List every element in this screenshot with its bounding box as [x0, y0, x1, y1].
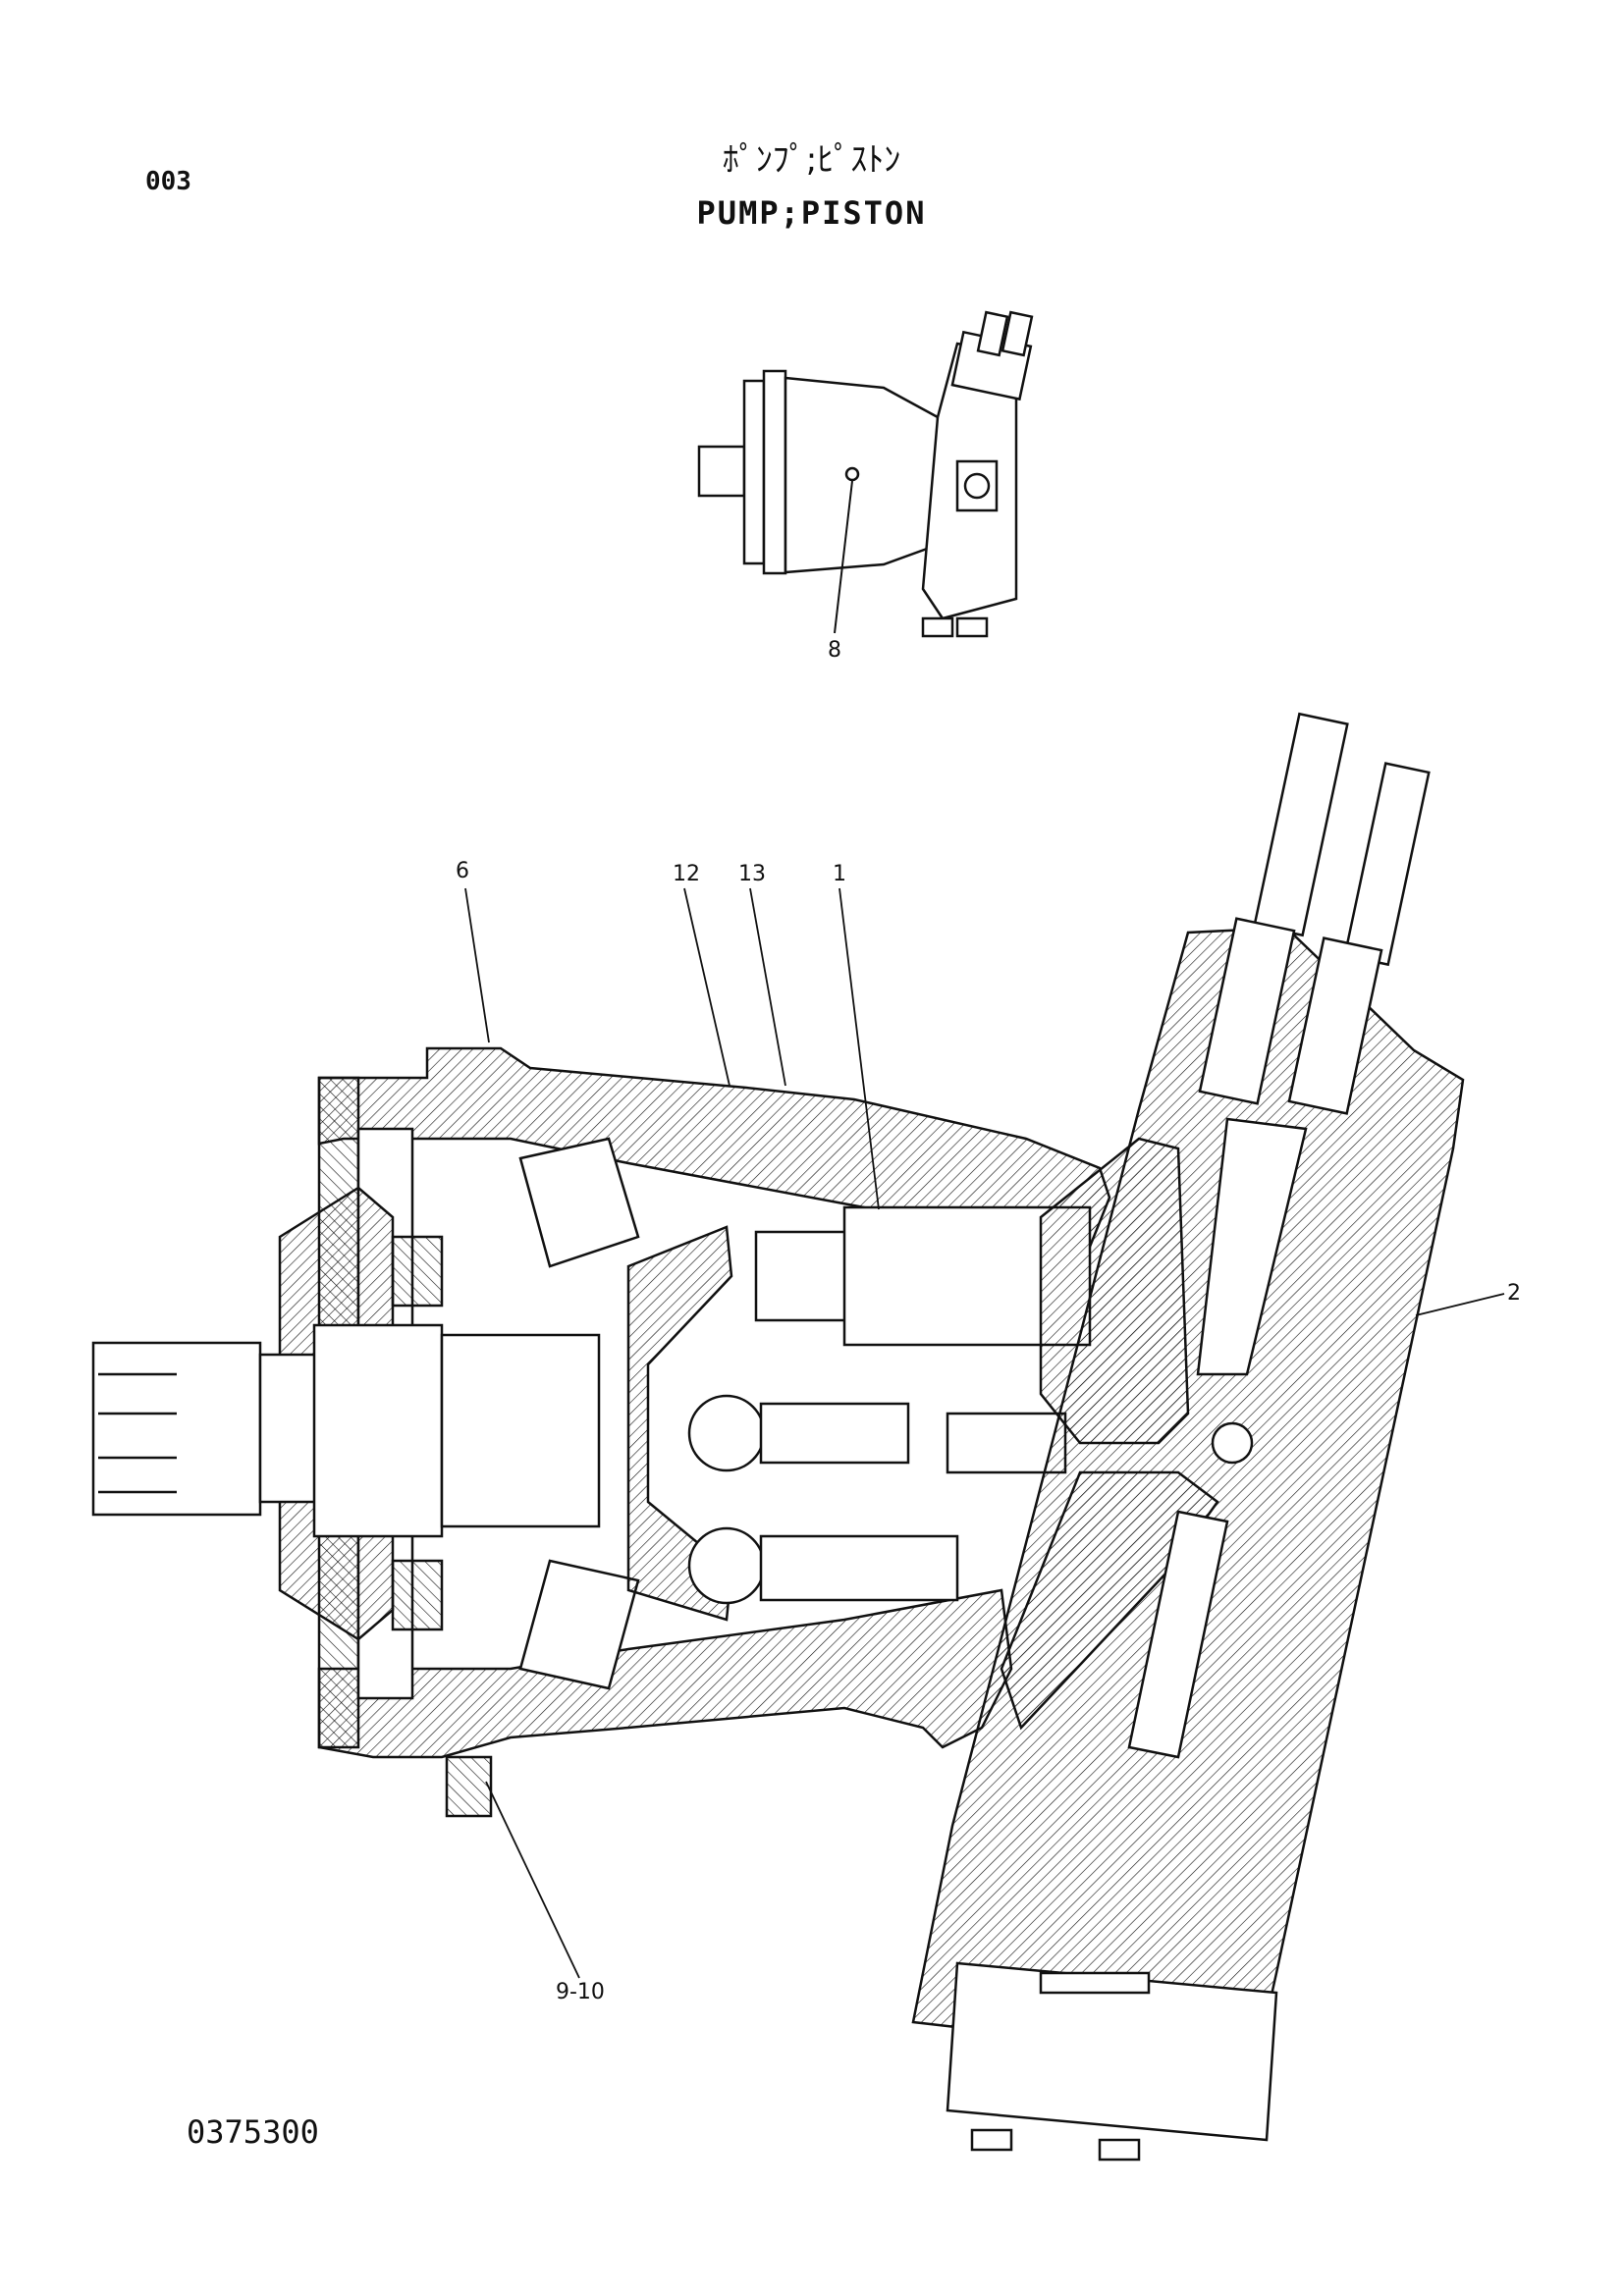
- callout-8: 8: [828, 638, 841, 663]
- pump-external-view: [697, 310, 1034, 638]
- pump-section-view: [91, 712, 1465, 2162]
- page-number: 003: [145, 167, 191, 196]
- title-japanese: ﾎﾟﾝﾌﾟ;ﾋﾟｽﾄﾝ: [722, 140, 901, 180]
- shaft-stub: [697, 445, 746, 498]
- callout-9-10: 9-10: [556, 1980, 605, 2004]
- callout-1: 1: [833, 862, 846, 886]
- drawing-number: 0375300: [187, 2113, 319, 2151]
- title-english: PUMP;PISTON: [696, 194, 927, 232]
- callout-13: 13: [738, 862, 766, 886]
- leader-lines: [464, 887, 1505, 1979]
- callout-12: 12: [673, 862, 700, 886]
- callout-6: 6: [456, 859, 469, 883]
- callout-2: 2: [1507, 1281, 1521, 1306]
